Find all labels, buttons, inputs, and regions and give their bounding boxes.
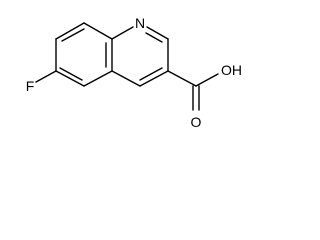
bond-c3-c4 <box>139 70 169 87</box>
bond-c3-ccooh <box>167 70 197 87</box>
atom-label-nitrogen: N <box>135 15 145 31</box>
atom-label-oxygen: O <box>191 114 202 130</box>
bond-c4-c4a <box>111 70 141 87</box>
bond-c4a-c5 <box>83 70 113 87</box>
bond-c-oh <box>195 73 219 87</box>
chemical-structure: N F O OH <box>26 15 242 130</box>
bond-c5-c6-inner <box>59 67 83 81</box>
bond-c5-c6 <box>55 70 85 87</box>
bond-c7-c8-inner <box>61 28 85 42</box>
bond-c7-c8 <box>55 22 85 40</box>
bond-n1-c2 <box>146 26 169 40</box>
bond-c3-c4-inner <box>139 67 163 81</box>
bond-c8-c8a <box>83 22 113 40</box>
atom-label-fluorine: F <box>26 78 35 94</box>
bond-c6-f <box>35 70 57 83</box>
bond-c8a-n1 <box>111 26 134 40</box>
atom-label-hydroxyl: OH <box>221 62 242 78</box>
bond-n1-c2-inner <box>145 32 163 43</box>
